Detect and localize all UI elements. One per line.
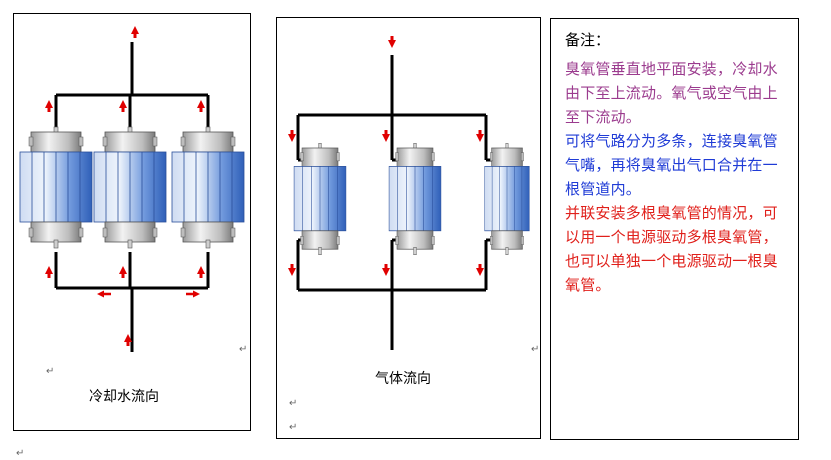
return-mark: ↵ xyxy=(239,344,248,355)
gas-flow-pipes xyxy=(296,55,505,350)
gas-flow-caption: 气体流向 xyxy=(375,371,431,387)
cooling-water-panel: 冷却水流向 ↵ ↵ xyxy=(13,13,251,431)
cooling-water-caption: 冷却水流向 xyxy=(89,389,159,405)
return-mark: ↵ xyxy=(289,422,298,433)
notes-panel: 备注： 臭氧管垂直地平面安装，冷却水由下至上流动。氧气或空气由上至下流动。 可将… xyxy=(550,18,799,440)
notes-title: 备注： xyxy=(565,31,611,49)
return-mark: ↵ xyxy=(46,366,55,377)
cooling-water-pipes xyxy=(54,42,210,352)
gas-flow-panel: 气体流向 ↵ ↵ ↵ xyxy=(276,17,541,439)
note-power-supply: 并联安装多根臭氧管的情况，可以用一个电源驱动多根臭氧管，也可以单独一个电源驱动一… xyxy=(565,204,778,294)
return-mark: ↵ xyxy=(16,448,25,459)
return-mark: ↵ xyxy=(289,398,298,409)
note-gas-path: 可将气路分为多条，连接臭氧管气嘴，再将臭氧出气口合并在一根管道内。 xyxy=(565,132,778,198)
gas-flow-diagram xyxy=(288,36,530,350)
cooling-water-diagram xyxy=(19,26,245,352)
note-installation: 臭氧管垂直地平面安装，冷却水由下至上流动。氧气或空气由上至下流动。 xyxy=(565,60,778,126)
return-mark: ↵ xyxy=(531,344,540,355)
